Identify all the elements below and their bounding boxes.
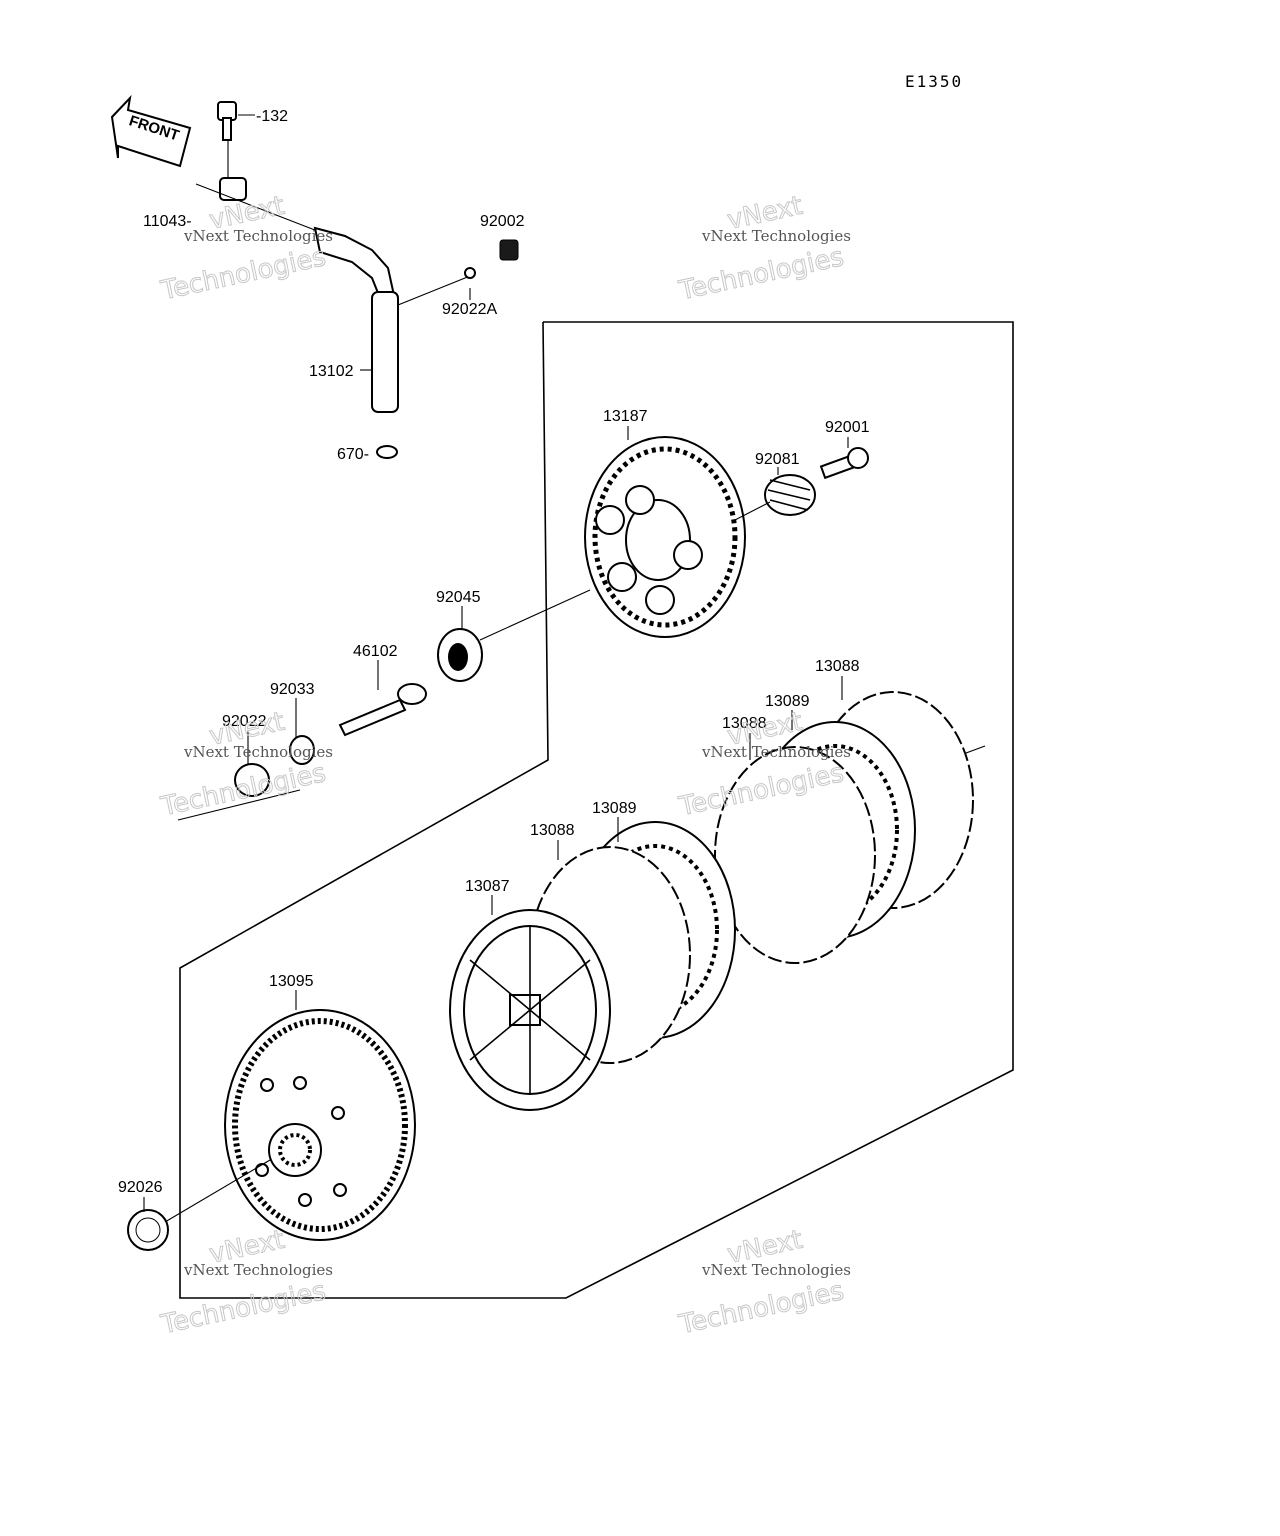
- label-13087: 13087: [465, 878, 510, 895]
- pushrod-bearing-group: [234, 628, 483, 797]
- svg-text:vNext Technologies: vNext Technologies: [183, 1261, 333, 1279]
- label-92081: 92081: [755, 451, 800, 468]
- label-92002: 92002: [480, 213, 525, 230]
- svg-text:vNext Technologies: vNext Technologies: [183, 227, 333, 245]
- label-92033: 92033: [270, 681, 315, 698]
- label-11043: 11043-: [143, 213, 192, 230]
- label-46102: 46102: [353, 643, 398, 660]
- clutch-housing-13095: [127, 1009, 416, 1251]
- svg-text:vNext Technologies: vNext Technologies: [701, 743, 851, 761]
- svg-text:vNext Technologies: vNext Technologies: [701, 1261, 851, 1279]
- diagram-code: E1350: [905, 72, 963, 91]
- label-13095: 13095: [269, 973, 314, 990]
- release-shaft-assembly: [195, 101, 519, 459]
- label-13088-mid: 13088: [722, 715, 767, 732]
- watermark-top-left: vNext Technologies vNext Technologies: [157, 190, 333, 307]
- label-92022: 92022: [222, 713, 267, 730]
- shaft-13102-icon: [371, 291, 399, 413]
- svg-text:Technologies: Technologies: [676, 242, 847, 306]
- front-arrow-icon: FRONT: [110, 94, 192, 168]
- washer-92022-icon: [234, 763, 270, 797]
- leader-lines: [143, 114, 849, 1212]
- label-92001: 92001: [825, 419, 870, 436]
- svg-text:Technologies: Technologies: [158, 242, 329, 306]
- label-13089-top: 13089: [765, 693, 810, 710]
- watermark-bottom-left: vNext Technologies vNext Technologies: [157, 1224, 333, 1341]
- watermark-top-right: vNext Technologies vNext Technologies: [675, 190, 851, 307]
- screw-92002-icon: [499, 239, 519, 261]
- oring-670-icon: [376, 445, 398, 459]
- lever-11043-icon: [219, 177, 247, 201]
- label-13089-mid: 13089: [592, 800, 637, 817]
- label-92022A: 92022A: [442, 301, 497, 318]
- label-92045: 92045: [436, 589, 481, 606]
- bolt-132-shank-icon: [222, 117, 232, 141]
- clutch-hub-13087: [449, 909, 611, 1111]
- label-92026: 92026: [118, 1179, 163, 1196]
- pushrod-46102-icon: [338, 698, 407, 737]
- label-13187: 13187: [603, 408, 648, 425]
- svg-text:vNext Technologies: vNext Technologies: [701, 227, 851, 245]
- watermark-bottom-right: vNext Technologies vNext Technologies: [675, 1224, 851, 1341]
- label-13088-top: 13088: [815, 658, 860, 675]
- circlip-92033-icon: [289, 735, 315, 765]
- label-670: 670-: [337, 446, 369, 463]
- washer-92022A-icon: [464, 267, 476, 279]
- pressure-plate-13187: [479, 436, 746, 641]
- svg-text:Technologies: Technologies: [676, 1276, 847, 1340]
- part-labels: -132 11043- 92002 92022A 13102 670- 1318…: [118, 108, 870, 1196]
- label-13102: 13102: [309, 363, 354, 380]
- label-13088-low: 13088: [530, 822, 575, 839]
- svg-text:Technologies: Technologies: [158, 1276, 329, 1340]
- label-132: -132: [256, 108, 288, 125]
- svg-text:vNext Technologies: vNext Technologies: [183, 743, 333, 761]
- spring-bolt-group: [734, 447, 869, 521]
